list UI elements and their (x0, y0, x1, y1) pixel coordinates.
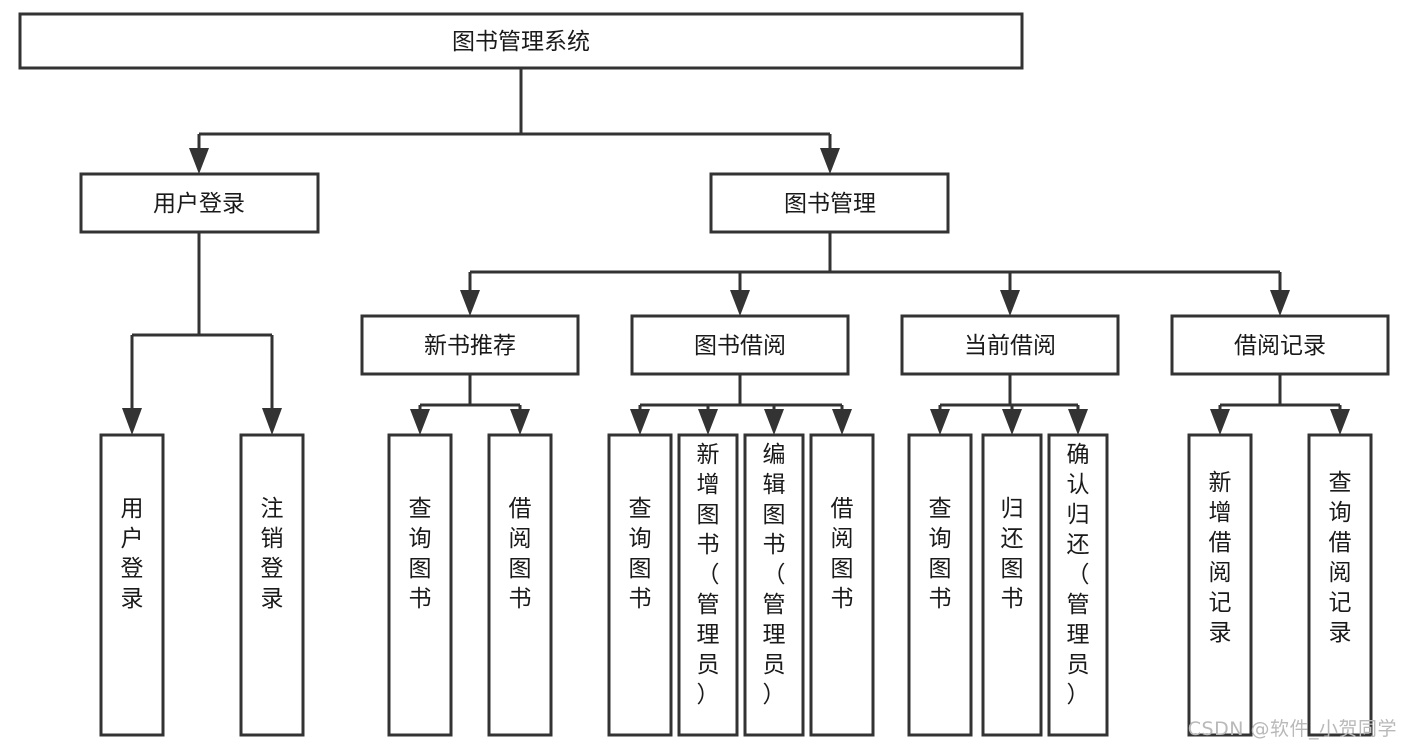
arrow-book-borrow-leaf-2 (698, 409, 718, 435)
arrow-root-to-user-login (189, 148, 209, 174)
root-box[interactable] (18, 12, 1024, 70)
csdn-watermark: CSDN @软件_小贺同学 (1187, 718, 1397, 740)
node-book-management[interactable]: 图书管理 (709, 172, 950, 234)
leaf-confirm-return-admin-label: 确认归还（管理员） (1067, 442, 1090, 708)
leaf-query-book-2-label: 查询图书 (629, 496, 652, 612)
book-management-box[interactable] (709, 172, 950, 234)
leaf-borrow-book-2-label: 借阅图书 (831, 496, 854, 612)
node-root-system[interactable]: 图书管理系统 (18, 12, 1024, 70)
arrow-borrow-record-leaf-2 (1330, 409, 1350, 435)
node-user-login[interactable]: 用户登录 (79, 172, 320, 234)
borrow-record-label: 借阅记录 (1234, 333, 1326, 359)
arrow-to-borrow-record (1270, 290, 1290, 316)
arrow-current-borrow-leaf-2 (1002, 409, 1022, 435)
leaf-borrow-book-1-label: 借阅图书 (509, 496, 532, 612)
leaf-query-borrow-record-label: 查询借阅记录 (1329, 470, 1352, 646)
borrow-record-box[interactable] (1170, 314, 1390, 376)
root-label: 图书管理系统 (452, 29, 590, 55)
node-new-book-recommend[interactable]: 新书推荐 (360, 314, 580, 376)
node-leaf-query-book-1[interactable]: 查询图书 (387, 433, 453, 737)
current-borrow-box[interactable] (900, 314, 1120, 376)
arrow-book-borrow-leaf-4 (832, 409, 852, 435)
arrow-current-borrow-leaf-3 (1068, 409, 1088, 435)
leaf-user-login-label: 用户登录 (121, 496, 144, 612)
leaf-query-book-3-label: 查询图书 (929, 496, 952, 612)
leaf-user-login-box[interactable] (99, 433, 165, 737)
new-book-recommend-label: 新书推荐 (424, 333, 516, 359)
connector-layer (122, 68, 1350, 435)
leaf-edit-book-admin-label: 编辑图书（管理员） (763, 442, 786, 708)
leaf-logout-login-box[interactable] (239, 433, 305, 737)
leaf-query-book-2-box[interactable] (607, 433, 673, 737)
leaf-query-borrow-record-box[interactable] (1307, 433, 1373, 737)
arrow-to-current-borrow (1000, 290, 1020, 316)
arrow-user-login-leaf-2 (262, 408, 282, 435)
arrow-current-borrow-leaf-1 (930, 409, 950, 435)
node-leaf-borrow-book-2[interactable]: 借阅图书 (809, 433, 875, 737)
book-management-label: 图书管理 (784, 191, 876, 217)
arrow-book-borrow-leaf-3 (764, 409, 784, 435)
arrow-to-book-borrow (730, 290, 750, 316)
node-borrow-record[interactable]: 借阅记录 (1170, 314, 1390, 376)
leaf-add-borrow-record-label: 新增借阅记录 (1209, 470, 1232, 646)
node-leaf-logout-login[interactable]: 注销登录 (239, 433, 305, 737)
arrow-user-login-leaf-1 (122, 408, 142, 435)
leaf-add-book-admin-label: 新增图书（管理员） (697, 442, 720, 708)
leaf-confirm-return-admin-box[interactable] (1047, 433, 1109, 737)
arrow-new-book-recommend-leaf-2 (510, 409, 530, 435)
leaf-borrow-book-2-box[interactable] (809, 433, 875, 737)
arrow-to-new-book-recommend (460, 290, 480, 316)
user-login-label: 用户登录 (153, 191, 245, 217)
node-leaf-query-borrow-record[interactable]: 查询借阅记录 (1307, 433, 1373, 737)
node-leaf-query-book-2[interactable]: 查询图书 (607, 433, 673, 737)
leaf-add-borrow-record-box[interactable] (1187, 433, 1253, 737)
arrow-book-borrow-leaf-1 (630, 409, 650, 435)
node-current-borrow[interactable]: 当前借阅 (900, 314, 1120, 376)
user-login-box[interactable] (79, 172, 320, 234)
leaf-query-book-1-label: 查询图书 (409, 496, 432, 612)
node-leaf-add-book-admin[interactable]: 新增图书（管理员） (677, 433, 739, 737)
arrow-root-to-book-management (820, 148, 840, 174)
node-leaf-query-book-3[interactable]: 查询图书 (907, 433, 973, 737)
arrow-borrow-record-leaf-1 (1210, 409, 1230, 435)
leaf-return-book-label: 归还图书 (1001, 496, 1024, 612)
node-leaf-borrow-book-1[interactable]: 借阅图书 (487, 433, 553, 737)
leaf-edit-book-admin-box[interactable] (743, 433, 805, 737)
leaf-query-book-3-box[interactable] (907, 433, 973, 737)
arrow-new-book-recommend-leaf-1 (410, 409, 430, 435)
node-leaf-confirm-return-admin[interactable]: 确认归还（管理员） (1047, 433, 1109, 737)
node-book-borrow[interactable]: 图书借阅 (630, 314, 850, 376)
current-borrow-label: 当前借阅 (964, 333, 1056, 359)
leaf-borrow-book-1-box[interactable] (487, 433, 553, 737)
leaf-logout-login-label: 注销登录 (261, 496, 284, 612)
new-book-recommend-box[interactable] (360, 314, 580, 376)
book-borrow-label: 图书借阅 (694, 333, 786, 359)
leaf-query-book-1-box[interactable] (387, 433, 453, 737)
node-leaf-user-login[interactable]: 用户登录 (99, 433, 165, 737)
leaf-return-book-box[interactable] (981, 433, 1043, 737)
node-leaf-return-book[interactable]: 归还图书 (981, 433, 1043, 737)
leaf-add-book-admin-box[interactable] (677, 433, 739, 737)
node-leaf-edit-book-admin[interactable]: 编辑图书（管理员） (743, 433, 805, 737)
book-borrow-box[interactable] (630, 314, 850, 376)
node-leaf-add-borrow-record[interactable]: 新增借阅记录 (1187, 433, 1253, 737)
